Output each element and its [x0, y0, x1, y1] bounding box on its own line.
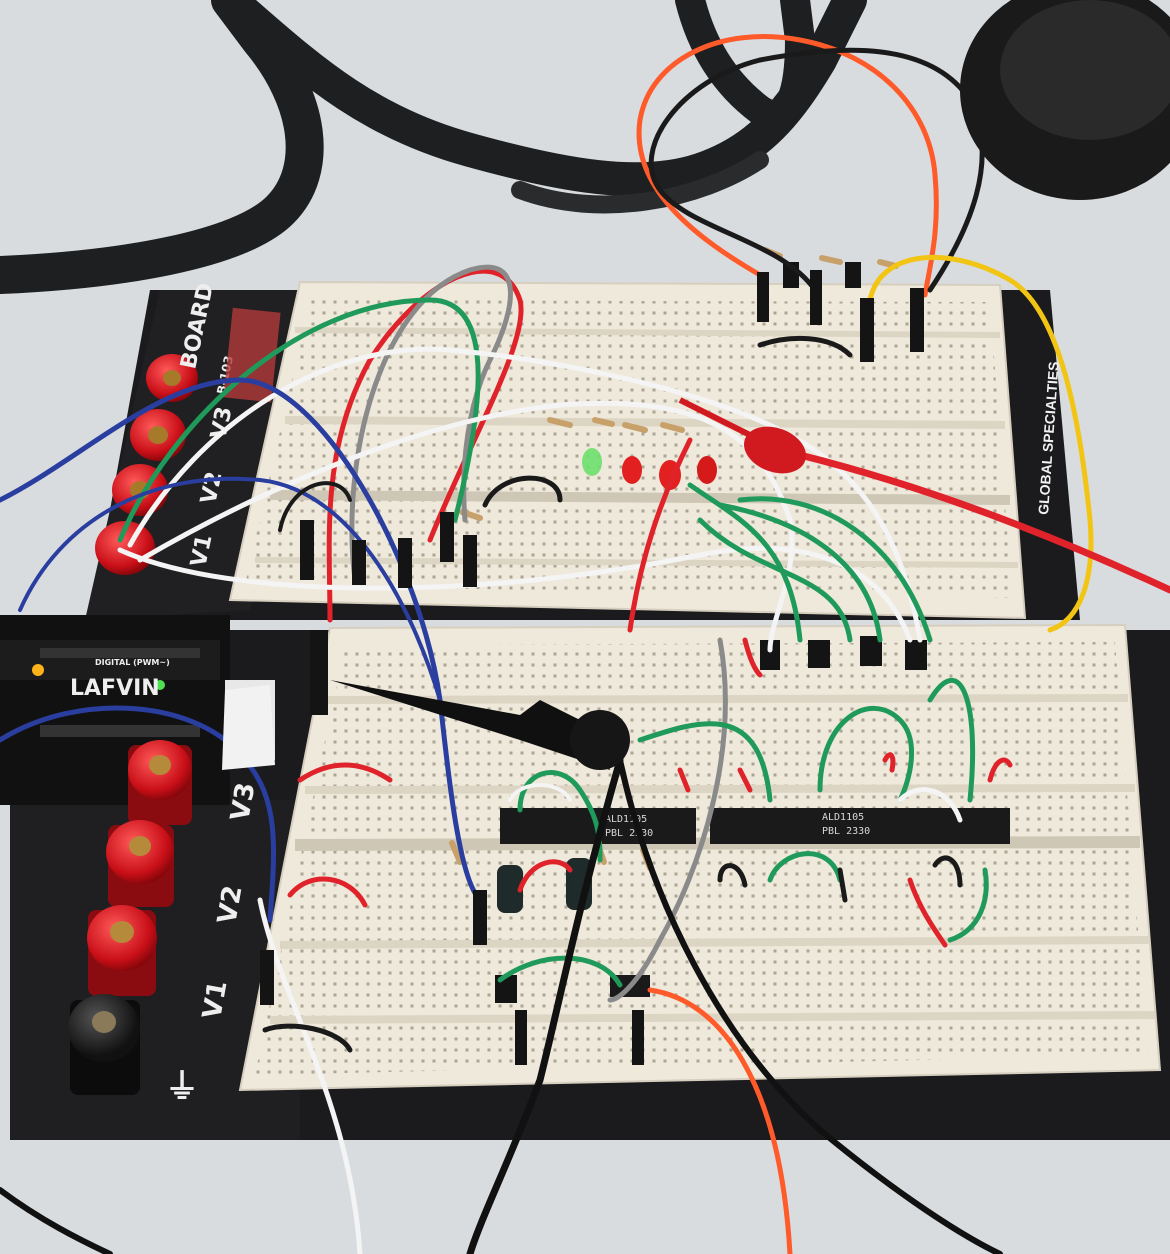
lower-breadboard: [238, 623, 1162, 1092]
ground-symbol-icon: ⏚: [165, 1067, 199, 1107]
chip-left-line2: PBL 2330: [605, 828, 653, 839]
background-cables: [0, 0, 867, 294]
lower-label-v2: V2: [212, 883, 248, 926]
round-stand-top: [1000, 0, 1170, 140]
microcontroller-brand: LAFVIN: [70, 676, 160, 701]
led-green-icon: [155, 680, 165, 690]
leds: [582, 448, 717, 490]
led-green-icon: [582, 448, 602, 476]
led-red-1-icon: [622, 456, 642, 484]
led-orange-icon: [32, 664, 44, 676]
led-red-3-icon: [697, 456, 717, 484]
probes: [330, 397, 806, 770]
chip-right-line1: ALD1105: [822, 812, 864, 823]
black-probe-clip-icon: [330, 680, 610, 770]
microcontroller-board-text: DIGITAL (PWM~): [95, 658, 170, 667]
chip-right-line2: PBL 2330: [822, 826, 870, 837]
lower-label-v3: V3: [225, 780, 261, 823]
lower-terminals: V3 V2 V1 ⏚: [68, 740, 262, 1107]
capacitor-1-icon: [497, 865, 523, 913]
lower-label-v1: V1: [197, 978, 233, 1021]
header-pins: [260, 270, 924, 1065]
jumper-wires: [0, 34, 1170, 1254]
chip-left-line1: ALD1105: [605, 814, 647, 825]
white-sticker: [222, 685, 275, 770]
